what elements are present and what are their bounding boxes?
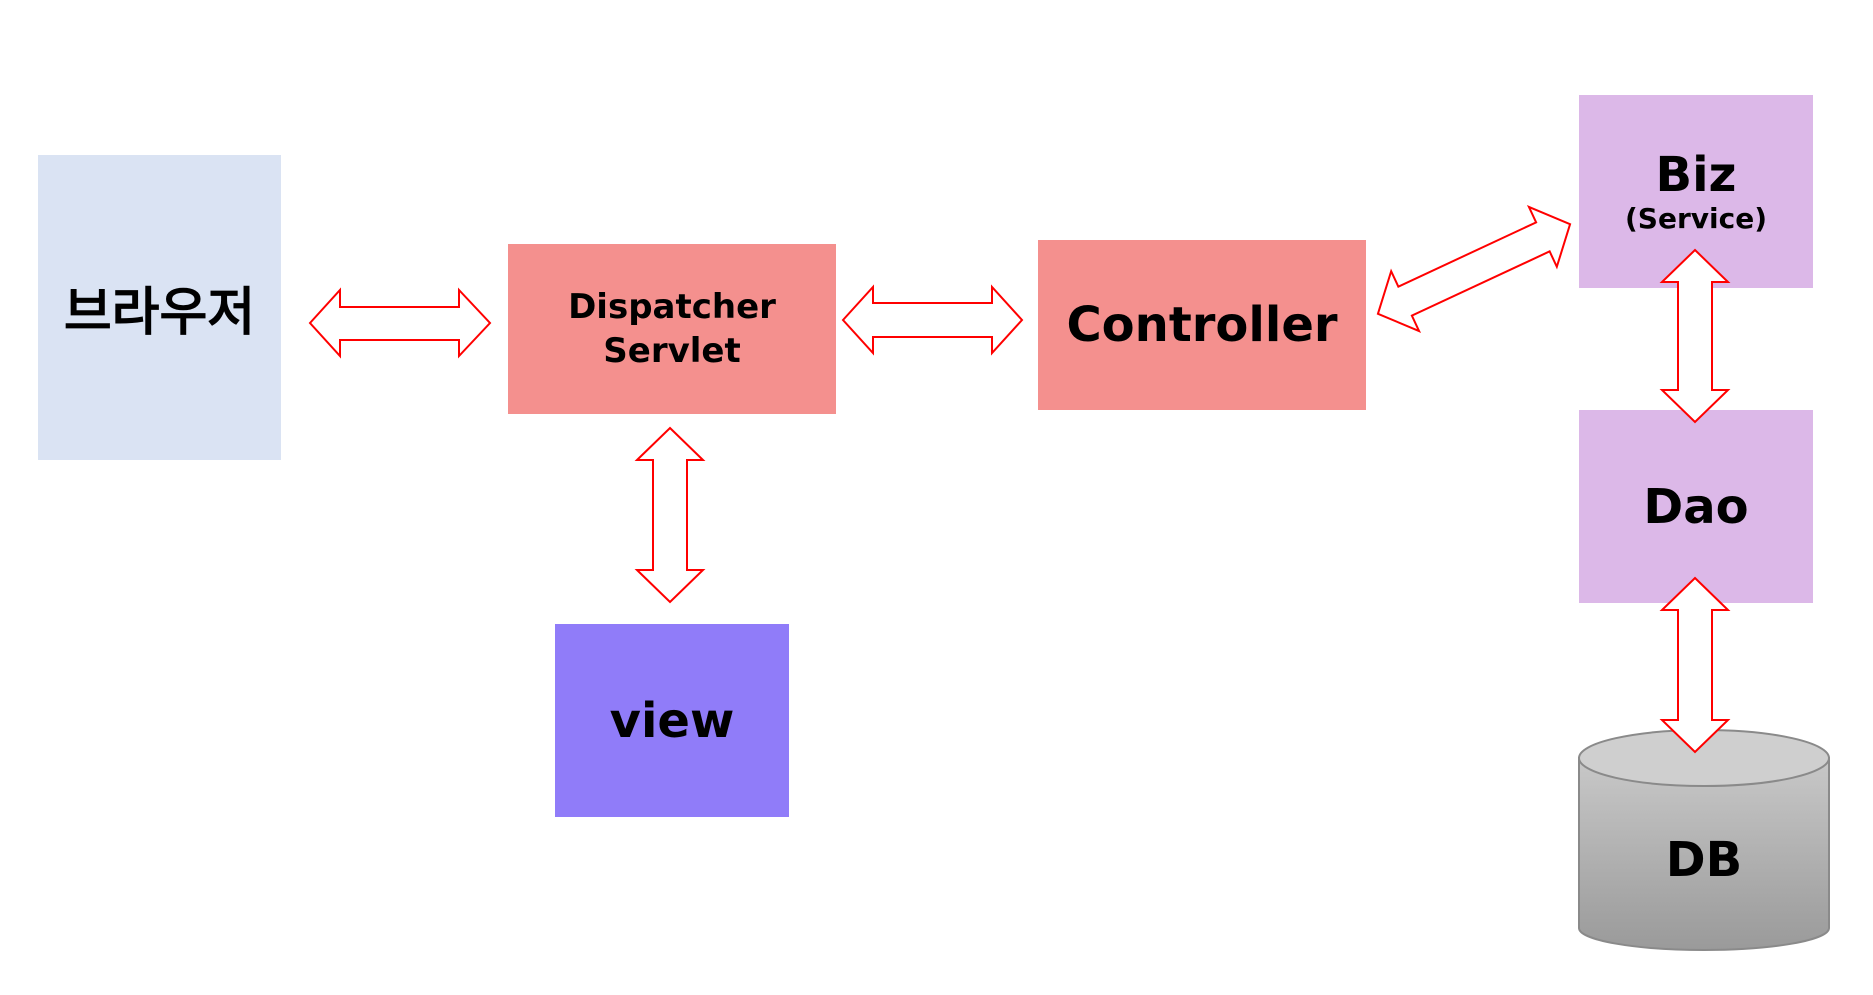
controller-label: Controller: [1066, 297, 1338, 353]
db-node: [1578, 729, 1830, 951]
dispatcher-label-line1: Dispatcher: [568, 287, 776, 327]
view-node: view: [555, 624, 789, 817]
browser-node: 브라우저: [38, 155, 281, 460]
arrow-browser-dispatcher: [308, 287, 492, 359]
db-label: DB: [1665, 832, 1743, 888]
browser-label: 브라우저: [63, 283, 256, 343]
arrow-biz-dao: [1659, 248, 1731, 424]
view-label: view: [609, 692, 735, 749]
dao-label: Dao: [1643, 478, 1749, 535]
arrow-dispatcher-controller: [841, 284, 1024, 356]
dispatcher-servlet-node: Dispatcher Servlet: [508, 244, 836, 414]
dao-node: Dao: [1579, 410, 1813, 603]
arrow-controller-biz: [1376, 205, 1572, 333]
arrow-dao-db: [1659, 576, 1731, 754]
dispatcher-label-line2: Servlet: [603, 331, 741, 371]
biz-subtitle: (Service): [1625, 201, 1767, 235]
controller-node: Controller: [1038, 240, 1366, 410]
arrow-dispatcher-view: [634, 426, 706, 604]
db-cylinder-body: [1578, 757, 1830, 951]
biz-title: Biz: [1655, 146, 1737, 203]
